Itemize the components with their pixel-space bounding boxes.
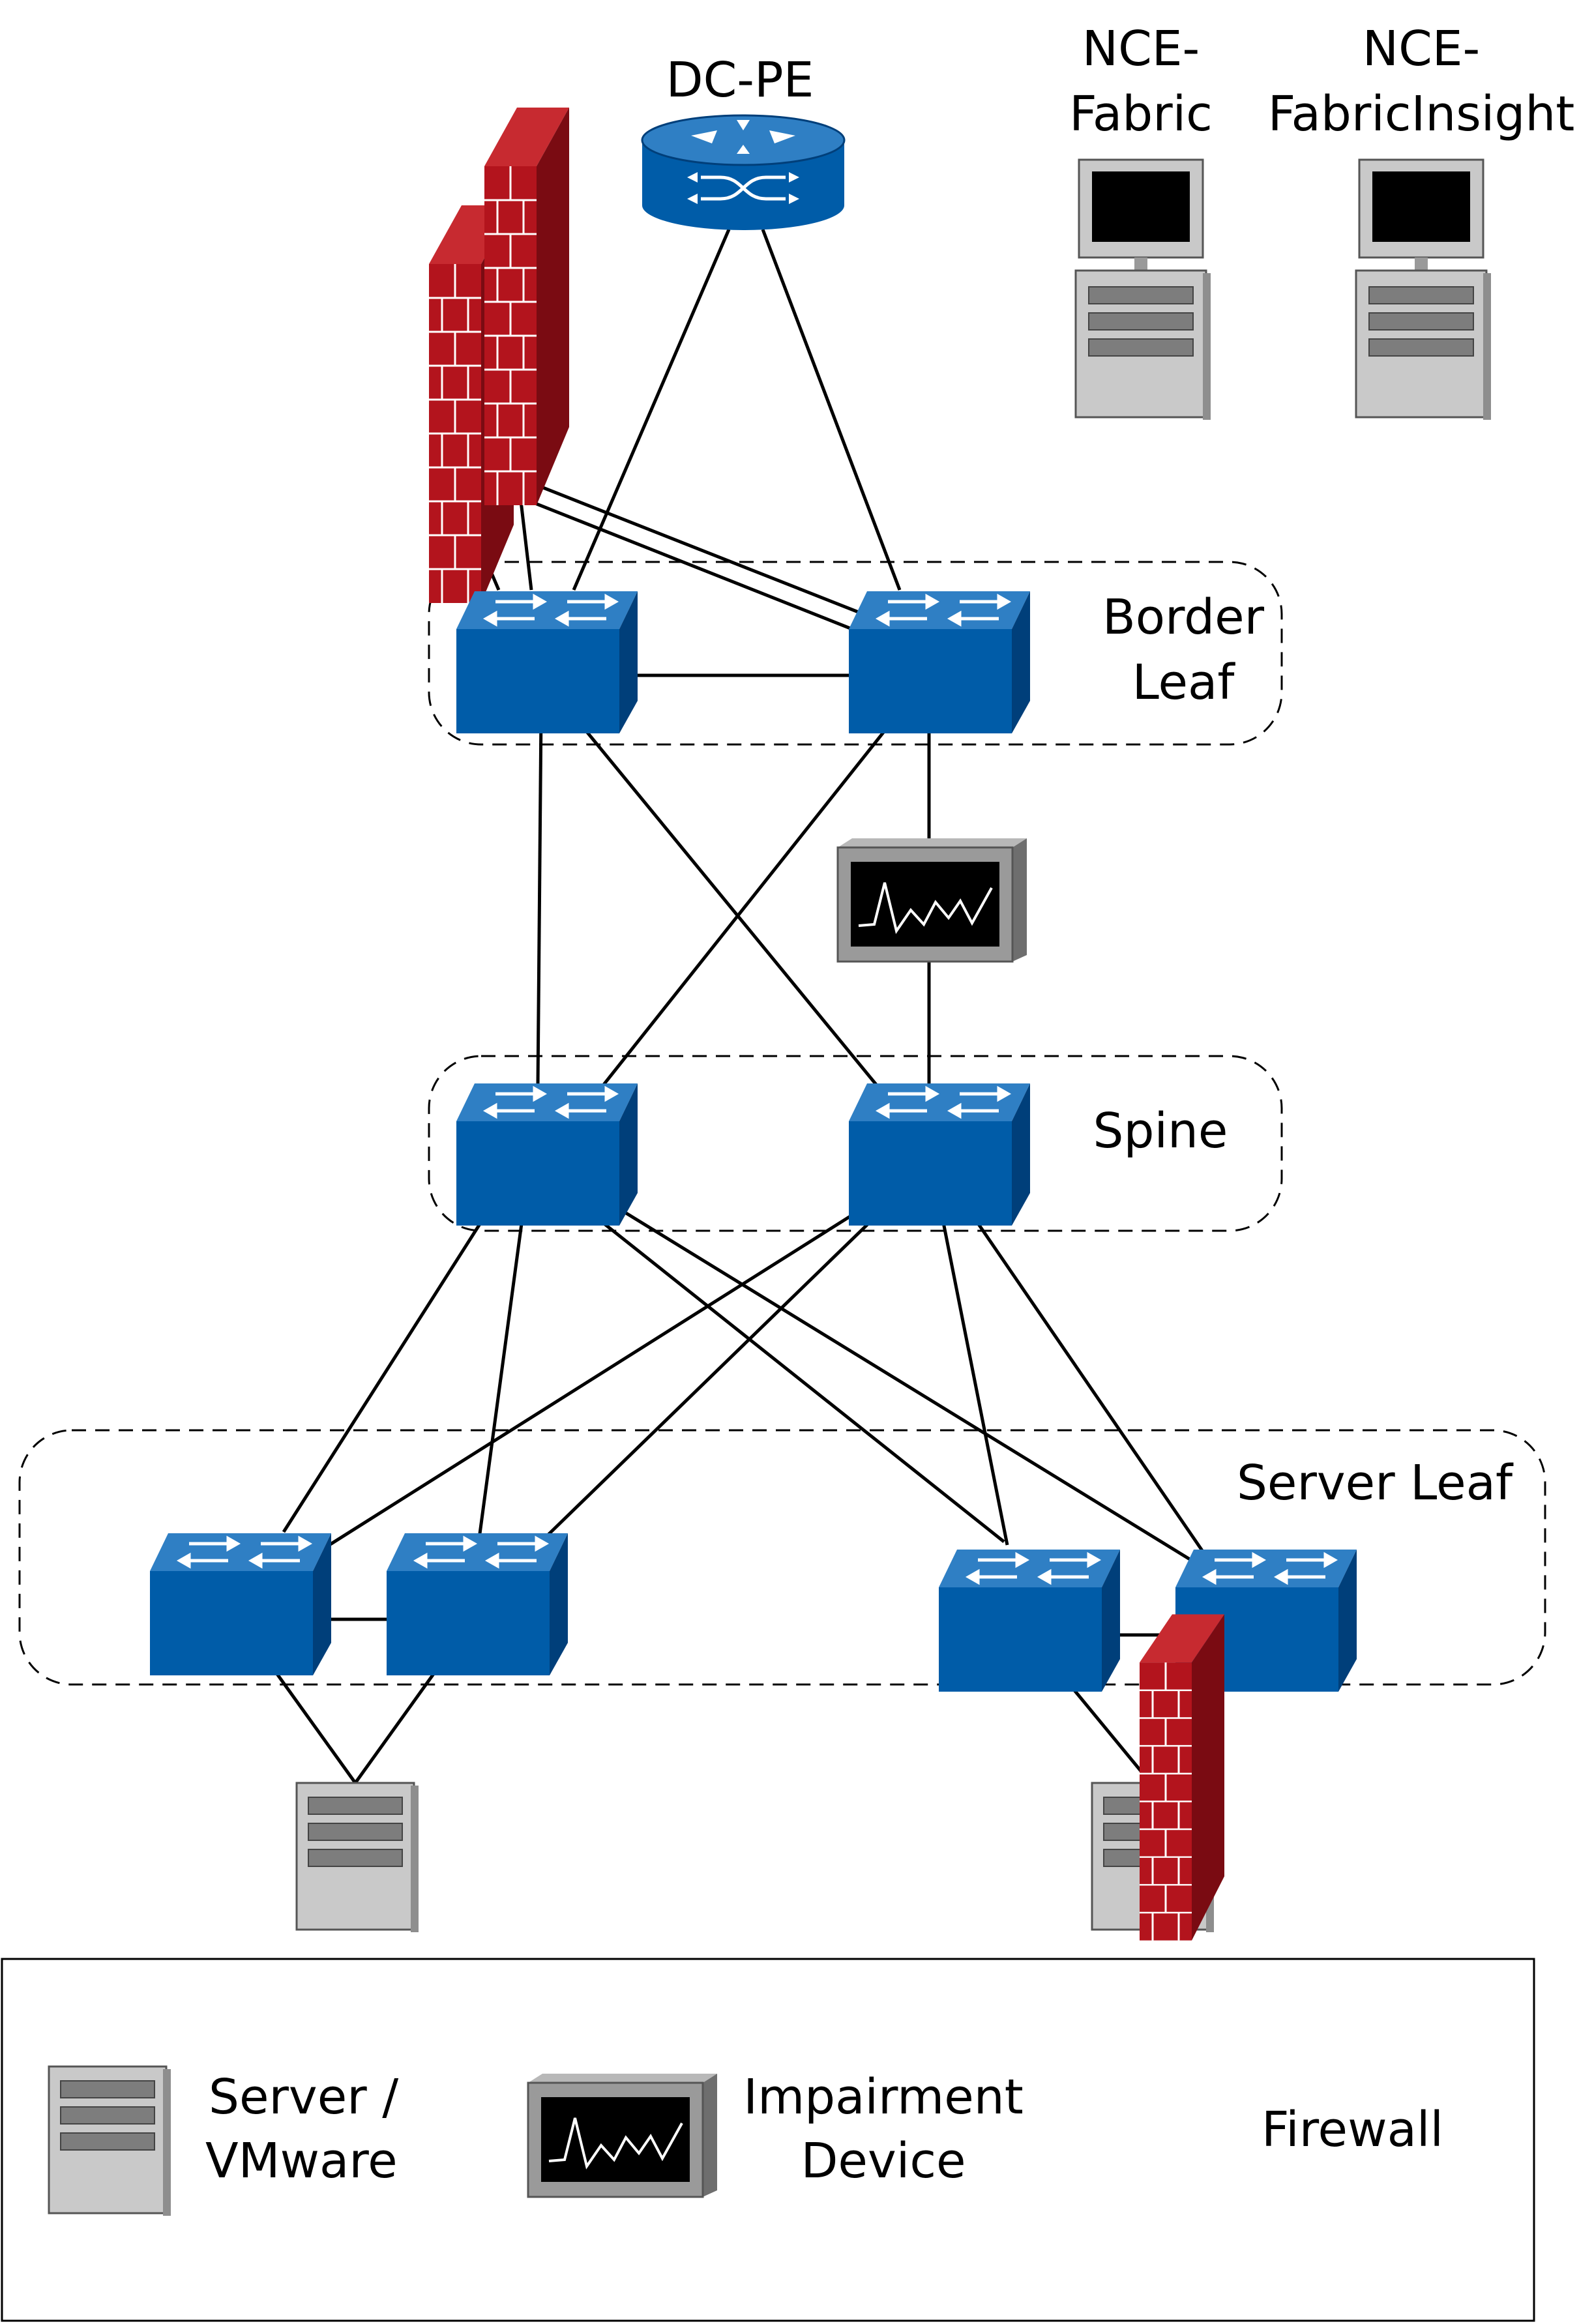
dc-pe-label: DC-PE — [666, 52, 814, 108]
nce-fabric-label-line1: NCE- — [1082, 21, 1200, 77]
server-leaf-label: Server Leaf — [1237, 1455, 1514, 1511]
legend-impairment-label-line2: Device — [801, 2133, 966, 2189]
impairment-device-icon — [836, 837, 1028, 963]
border-leaf-label-line1: Border — [1102, 589, 1265, 645]
nce-fabric-label-line2: Fabric — [1069, 86, 1213, 142]
server-leaf-switch-icon — [387, 1533, 568, 1675]
border-leaf-switch-icon — [849, 591, 1030, 733]
spine-switch-icon — [849, 1083, 1030, 1226]
server-leaf-switch-icon — [150, 1533, 331, 1675]
spine-switch-icon — [456, 1083, 638, 1226]
legend-server-label-line1: Server / — [209, 2069, 398, 2125]
firewall-icon — [483, 106, 570, 507]
server-leaf-group — [18, 1429, 1546, 1686]
dc-pe-router-icon — [641, 114, 846, 230]
legend-box — [1, 1958, 1535, 2322]
legend-impairment-label-line1: Impairment — [743, 2069, 1023, 2125]
server-leaf-switch-icon — [939, 1550, 1120, 1692]
nce-fabricinsight-label-line1: NCE- — [1363, 21, 1480, 77]
legend-firewall-icon — [1138, 1613, 1226, 1942]
border-leaf-switch-icon — [456, 591, 638, 733]
server-icon — [295, 1782, 420, 1934]
nce-fabric-server-icon — [1074, 158, 1212, 421]
legend-firewall-label: Firewall — [1262, 2102, 1443, 2158]
spine-label: Spine — [1093, 1103, 1228, 1159]
nce-fabricinsight-server-icon — [1355, 158, 1492, 421]
legend-server-label-line2: VMware — [205, 2133, 398, 2189]
legend-server-icon — [48, 2065, 172, 2217]
border-leaf-group — [428, 561, 1283, 746]
legend-impairment-device-icon — [527, 2072, 718, 2198]
nce-fabricinsight-label-line2: FabricInsight — [1268, 86, 1575, 142]
border-leaf-label-line2: Leaf — [1132, 655, 1236, 711]
